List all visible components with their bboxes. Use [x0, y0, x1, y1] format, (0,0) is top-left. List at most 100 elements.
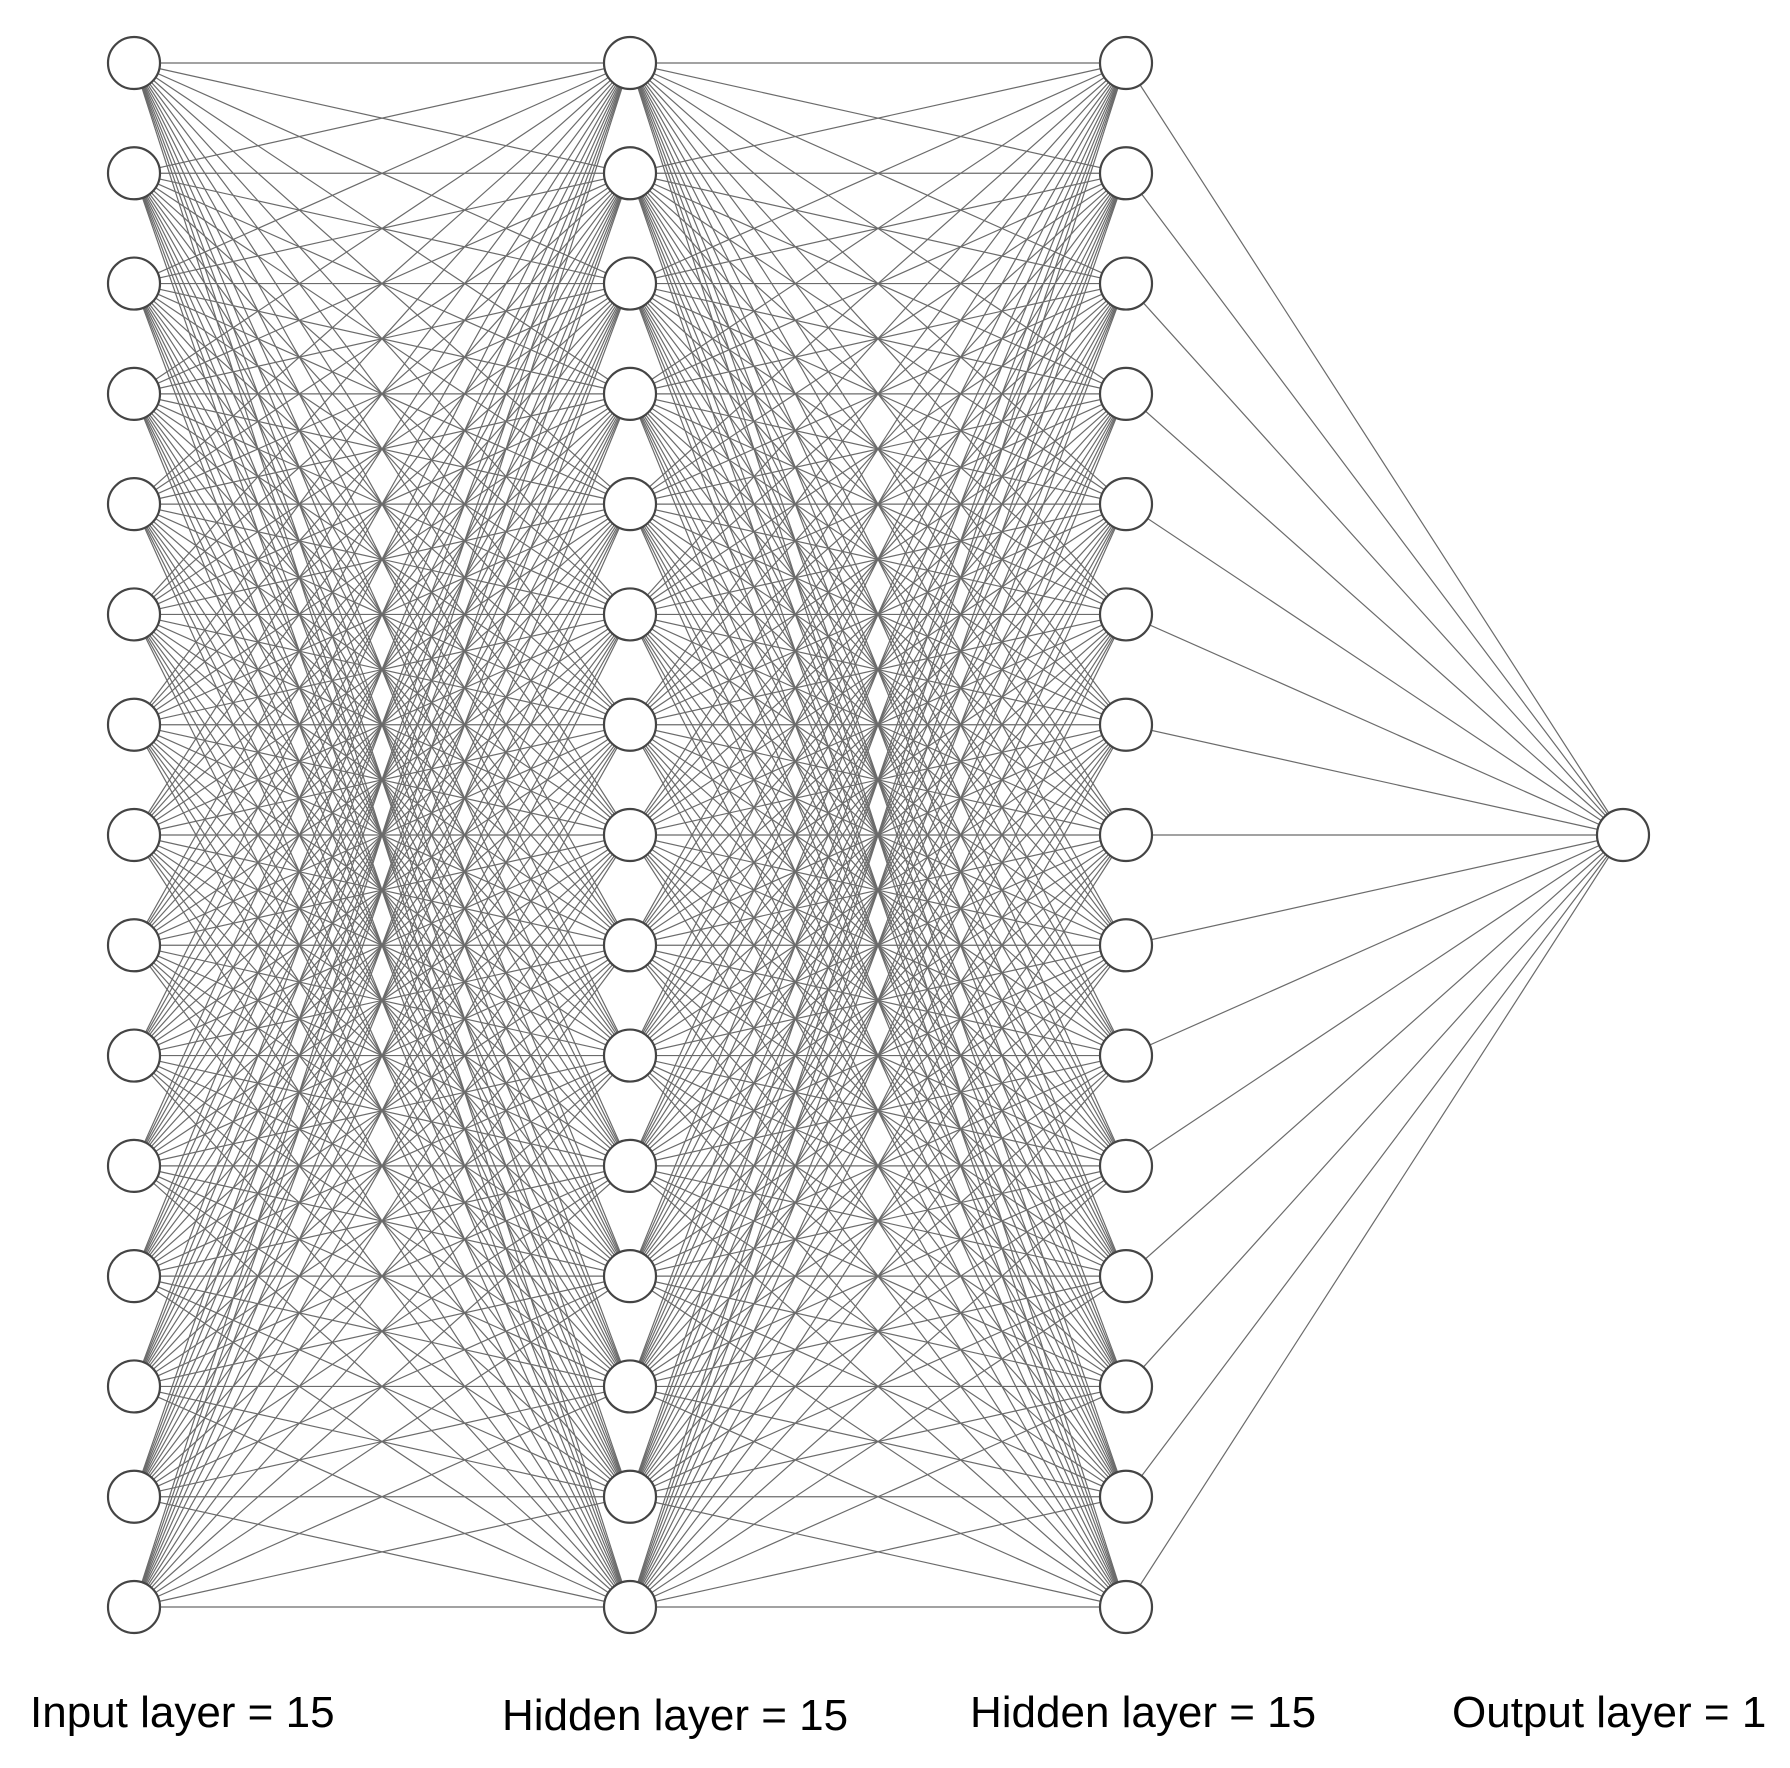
edge-l0-7-to-l1-0: [133, 62, 631, 836]
neuron-layer2-unit5: [1098, 587, 1154, 642]
neuron-layer2-unit13: [1098, 1469, 1154, 1524]
neuron-layer1-unit4: [602, 477, 658, 532]
edge-l2-12-to-l3-0: [1125, 834, 1624, 1387]
neuron-layer2-unit0: [1098, 35, 1154, 91]
neuron-layer0-unit12: [106, 1359, 162, 1414]
neuron-layer2-unit11: [1098, 1249, 1154, 1304]
edge-l0-3-to-l1-0: [133, 62, 631, 395]
edge-l0-14-to-l1-7: [133, 834, 631, 1608]
edge-l0-6-to-l1-0: [133, 62, 631, 726]
edge-l1-10-to-l2-0: [629, 62, 1127, 1167]
edge-l1-9-to-l2-0: [629, 62, 1127, 1056]
neuron-layer1-unit8: [602, 918, 658, 973]
edge-l2-1-to-l3-0: [1125, 172, 1624, 836]
edge-l1-14-to-l2-11: [629, 1275, 1127, 1608]
edge-l0-13-to-l1-0: [133, 62, 631, 1497]
edge-l1-4-to-l2-0: [629, 62, 1127, 505]
neuron-layer2-unit9: [1098, 1028, 1154, 1083]
neuron-layer1-unit12: [602, 1359, 658, 1414]
edge-l0-14-to-l1-6: [133, 724, 631, 1608]
neuron-layer2-unit14: [1098, 1579, 1154, 1635]
edge-l0-14-to-l1-1: [133, 173, 631, 1608]
edge-l2-5-to-l3-0: [1125, 613, 1624, 836]
edge-l0-4-to-l1-0: [133, 62, 631, 505]
edge-l1-14-to-l2-9: [629, 1055, 1127, 1608]
neuron-layer2-unit7: [1098, 807, 1154, 863]
edge-l1-14-to-l2-8: [629, 944, 1127, 1608]
edge-l2-14-to-l3-0: [1125, 834, 1624, 1608]
edge-l2-11-to-l3-0: [1125, 834, 1624, 1277]
connection-edges: [133, 62, 1624, 1608]
edge-l0-14-to-l1-9: [133, 1055, 631, 1608]
neuron-layer0-unit11: [106, 1249, 162, 1304]
neuron-layer1-unit7: [602, 807, 658, 863]
edge-l1-14-to-l2-3: [629, 393, 1127, 1608]
neuron-layer1-unit10: [602, 1138, 658, 1193]
neuron-layer1-unit14: [602, 1579, 658, 1635]
neuron-layer1-unit6: [602, 697, 658, 752]
neuron-layer1-unit5: [602, 587, 658, 642]
edge-l0-2-to-l1-0: [133, 62, 631, 285]
edge-l0-14-to-l1-0: [133, 62, 631, 1608]
layer-label-input: Input layer = 15: [30, 1688, 335, 1737]
edge-l0-14-to-l1-13: [133, 1496, 631, 1608]
neuron-layer1-unit9: [602, 1028, 658, 1083]
edge-l2-0-to-l3-0: [1125, 62, 1624, 836]
edge-l1-14-to-l2-2: [629, 283, 1127, 1608]
neuron-layer3-unit0: [1595, 807, 1651, 863]
edge-l2-2-to-l3-0: [1125, 283, 1624, 836]
neuron-layer2-unit3: [1098, 366, 1154, 421]
edge-l0-14-to-l1-2: [133, 283, 631, 1608]
neuron-layer2-unit2: [1098, 256, 1154, 311]
layer-labels: Input layer = 15 Hidden layer = 15 Hidde…: [30, 1688, 1766, 1740]
edge-l0-14-to-l1-12: [133, 1385, 631, 1608]
edge-l0-9-to-l1-0: [133, 62, 631, 1056]
edge-l1-13-to-l2-0: [629, 62, 1127, 1497]
edge-l1-14-to-l2-6: [629, 724, 1127, 1608]
neuron-layer0-unit7: [106, 807, 162, 863]
neuron-layer1-unit0: [602, 35, 658, 91]
edge-l1-6-to-l2-0: [629, 62, 1127, 726]
edge-l1-3-to-l2-0: [629, 62, 1127, 395]
edge-l2-4-to-l3-0: [1125, 503, 1624, 836]
neuron-layer1-unit11: [602, 1249, 658, 1304]
neuron-layer0-unit4: [106, 477, 162, 532]
edge-l1-14-to-l2-13: [629, 1496, 1127, 1608]
edge-l1-14-to-l2-10: [629, 1165, 1127, 1608]
neuron-layer0-unit1: [106, 146, 162, 201]
neuron-layer0-unit8: [106, 918, 162, 973]
neuron-layer1-unit1: [602, 146, 658, 201]
neuron-layer0-unit9: [106, 1028, 162, 1083]
edge-l1-14-to-l2-5: [629, 614, 1127, 1608]
edge-l2-3-to-l3-0: [1125, 393, 1624, 836]
edge-l2-6-to-l3-0: [1125, 724, 1624, 836]
layer-label-hidden-1: Hidden layer = 15: [502, 1691, 848, 1740]
neuron-layer2-unit6: [1098, 697, 1154, 752]
layer-label-output: Output layer = 1: [1452, 1688, 1766, 1737]
neuron-layer0-unit13: [106, 1469, 162, 1524]
edge-l0-8-to-l1-0: [133, 62, 631, 946]
neuron-layer2-unit10: [1098, 1138, 1154, 1193]
edge-l1-1-to-l2-0: [629, 62, 1127, 174]
edge-l1-5-to-l2-0: [629, 62, 1127, 615]
edge-l1-7-to-l2-0: [629, 62, 1127, 836]
edge-l1-11-to-l2-0: [629, 62, 1127, 1277]
edge-l2-10-to-l3-0: [1125, 834, 1624, 1167]
neuron-layer2-unit1: [1098, 146, 1154, 201]
edge-l1-14-to-l2-12: [629, 1385, 1127, 1608]
neuron-layer2-unit4: [1098, 477, 1154, 532]
edge-l0-14-to-l1-8: [133, 944, 631, 1608]
edge-l0-14-to-l1-10: [133, 1165, 631, 1608]
edge-l0-14-to-l1-3: [133, 393, 631, 1608]
edge-l1-8-to-l2-0: [629, 62, 1127, 946]
edge-l0-11-to-l1-0: [133, 62, 631, 1277]
neuron-layer0-unit5: [106, 587, 162, 642]
neuron-layer0-unit6: [106, 697, 162, 752]
edge-l1-14-to-l2-4: [629, 503, 1127, 1608]
edge-l0-14-to-l1-11: [133, 1275, 631, 1608]
neuron-layer0-unit14: [106, 1579, 162, 1635]
edge-l0-14-to-l1-4: [133, 503, 631, 1608]
edge-l1-14-to-l2-1: [629, 173, 1127, 1608]
edge-l2-9-to-l3-0: [1125, 834, 1624, 1057]
